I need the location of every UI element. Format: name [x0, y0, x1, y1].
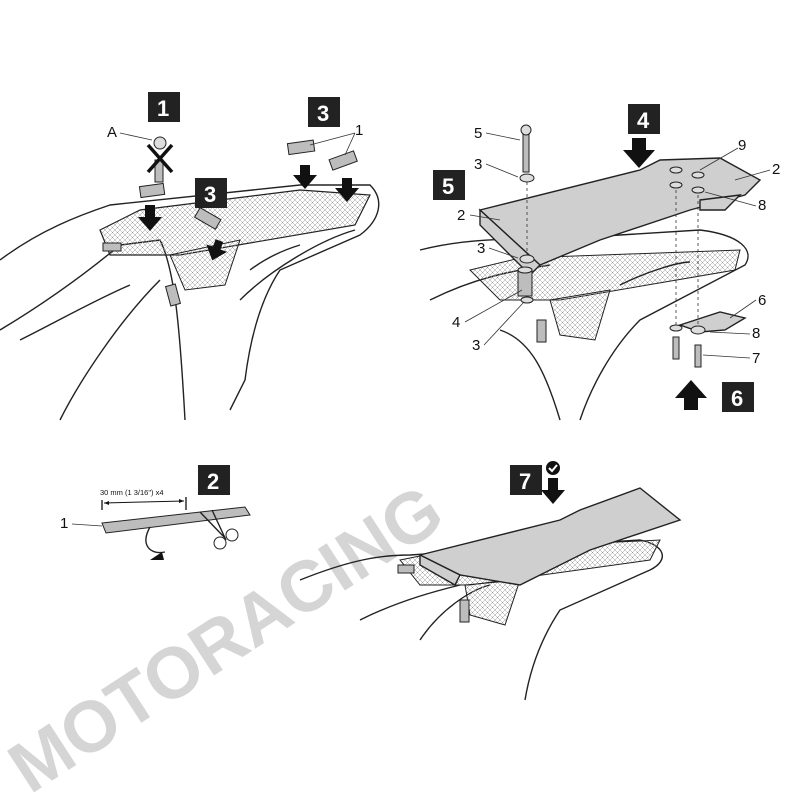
label-4: 4 — [452, 314, 460, 331]
step-badge-3a: 3 — [308, 97, 340, 127]
svg-text:6: 6 — [731, 386, 743, 411]
label-3c: 3 — [472, 337, 480, 354]
svg-text:3: 3 — [204, 182, 216, 207]
label-part-a: A — [107, 124, 117, 141]
step-badge-4: 4 — [628, 104, 660, 134]
svg-text:1: 1 — [157, 96, 169, 121]
label-7: 7 — [752, 350, 760, 367]
panel-4-6-illustration — [419, 157, 762, 421]
panel-7-illustration — [299, 461, 682, 701]
step-badge-7: 7 — [510, 465, 542, 495]
step-badge-3b: 3 — [195, 178, 227, 208]
label-2a: 2 — [457, 207, 465, 224]
label-pad-1: 1 — [60, 515, 68, 532]
remove-screw-cross-icon — [146, 136, 174, 174]
label-6: 6 — [758, 292, 766, 309]
svg-text:2: 2 — [207, 469, 219, 494]
step-badge-1: 1 — [148, 92, 180, 122]
step-badge-5: 5 — [433, 170, 465, 200]
panel-2-illustration — [101, 497, 251, 560]
label-8a: 8 — [758, 197, 766, 214]
double-sided-pads — [138, 139, 358, 230]
checkmark-icon — [546, 461, 560, 475]
svg-text:4: 4 — [637, 108, 650, 133]
label-2b: 2 — [772, 161, 780, 178]
label-8b: 8 — [752, 325, 760, 342]
watermark: MOTORACING — [0, 470, 457, 800]
svg-text:5: 5 — [442, 174, 454, 199]
label-3b: 3 — [477, 240, 485, 257]
label-part-1: 1 — [355, 122, 363, 139]
label-9: 9 — [738, 137, 746, 154]
label-3a: 3 — [474, 156, 482, 173]
bolts-and-washers — [519, 124, 706, 368]
panel-1-illustration — [0, 184, 380, 421]
svg-text:7: 7 — [519, 469, 531, 494]
scissors-icon — [199, 509, 239, 550]
svg-text:3: 3 — [317, 101, 329, 126]
down-arrow-icons — [138, 165, 359, 261]
step-badge-6: 6 — [722, 382, 754, 412]
step-badge-2: 2 — [198, 465, 230, 495]
measurement-label: 30 mm (1 3/16") x4 — [100, 488, 164, 497]
part-number-labels: 5 3 2 3 4 3 9 2 8 6 8 7 — [452, 125, 780, 367]
label-5: 5 — [474, 125, 482, 142]
direction-arrows — [623, 138, 707, 410]
